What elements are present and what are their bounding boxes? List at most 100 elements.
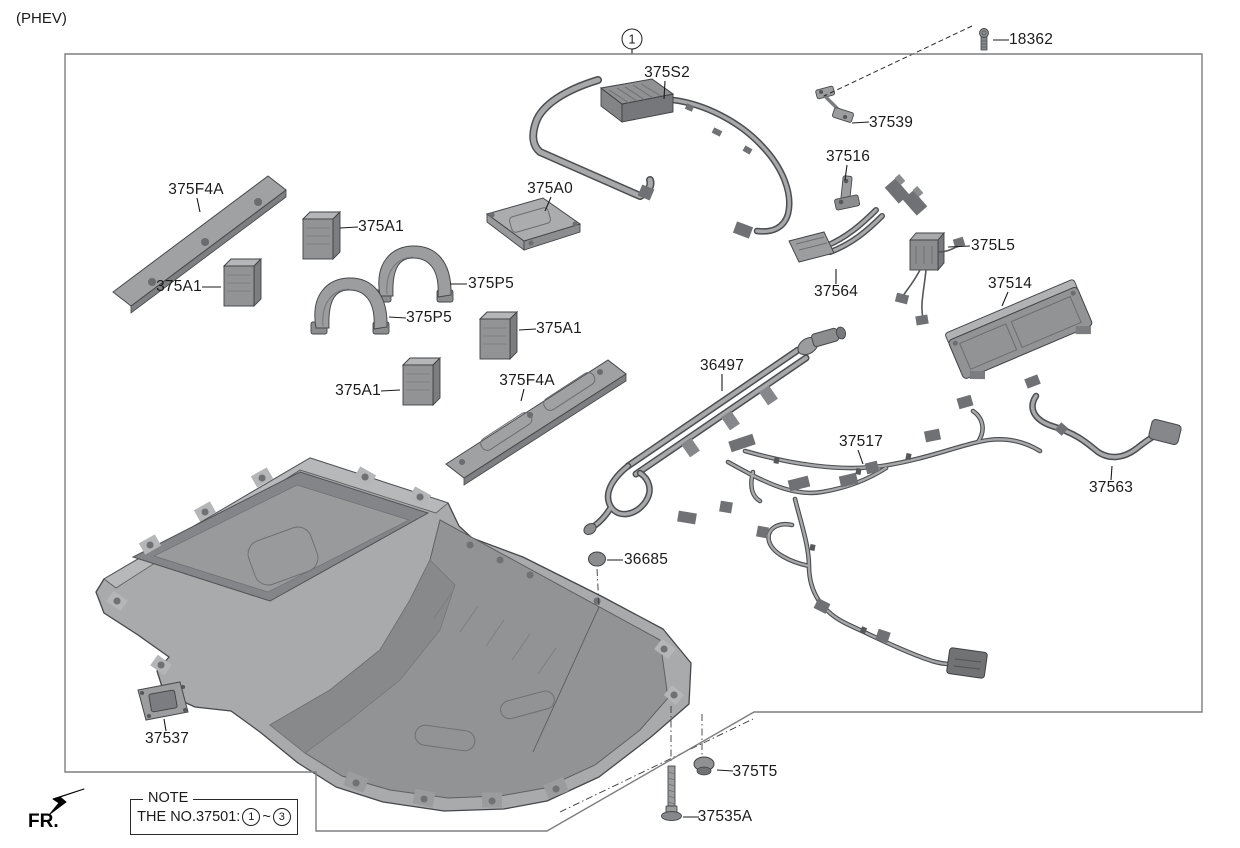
ecu-screws [952, 290, 1076, 346]
grommet-lip [696, 766, 712, 776]
tube-left-fitting [583, 522, 597, 536]
part-18362-bolt-drawing [979, 28, 989, 51]
part-375A0-drawing [485, 197, 582, 251]
part-label-375T5: 375T5 [732, 763, 778, 780]
b39-foot [832, 107, 854, 123]
h17-big-connector-lines [953, 658, 982, 670]
part-37563-drawing [1024, 374, 1182, 461]
note-circled-start: 1 [242, 808, 261, 826]
bolt2-threads [667, 771, 676, 805]
c64-cables-in [824, 208, 884, 254]
ecu-body [948, 286, 1093, 379]
tray-rear-wall-shadow [269, 559, 456, 754]
a0-top-face [485, 197, 582, 242]
part-375A1-module-3-drawing [479, 311, 518, 360]
part-label-37535A: 37535A [697, 808, 753, 825]
tray-bolt-bosses [113, 473, 678, 805]
part-label-375F4A-2: 375F4A [499, 372, 555, 389]
part-375L5-drawing [894, 231, 966, 326]
tray-pan-slot-1 [414, 724, 476, 752]
battery-tray-drawing [95, 457, 692, 812]
part-label-375P5-2: 375P5 [406, 309, 452, 326]
a0-panel [509, 207, 551, 233]
tray-wall-ribs [433, 591, 557, 675]
tray-pan-slot-2 [500, 690, 555, 720]
c63-end-connector [1148, 419, 1182, 445]
bolt1-head [979, 28, 989, 38]
callout-circle-1: 1 [621, 28, 643, 50]
part-375F4A-bar-2-drawing [445, 359, 627, 486]
part-label-375A1-3: 375A1 [536, 320, 582, 337]
tray-basin-floor [153, 484, 410, 593]
part-37535A-bolt-drawing [661, 765, 682, 821]
part-label-375S2: 375S2 [644, 64, 690, 81]
bolt2-flange [661, 811, 682, 821]
part-label-36685: 36685 [623, 551, 669, 568]
bolt1-shank [980, 36, 988, 51]
s2-cable-in [671, 98, 791, 234]
tube-end-cap [835, 326, 847, 340]
variant-label: (PHEV) [16, 10, 67, 27]
bar1-edge [130, 189, 287, 314]
part-37516-drawing [834, 175, 861, 211]
part-375A1-module-4-drawing [402, 357, 441, 406]
thin-reference-line [532, 606, 600, 753]
tray-floor-emboss [247, 526, 319, 586]
part-label-375P5-1: 375P5 [468, 275, 514, 292]
fr-arrow-icon [49, 788, 85, 815]
l5-connectors [894, 236, 966, 326]
part-label-375A1-1: 375A1 [156, 278, 202, 295]
part-375S2-drawing [529, 76, 793, 239]
part-37517-drawing [677, 394, 1043, 679]
part-375T5-grommet-drawing [693, 756, 715, 776]
b16-foot [834, 194, 861, 211]
part-37564-drawing [788, 174, 928, 263]
s2-connectors [637, 184, 754, 239]
note-title: NOTE [143, 790, 194, 806]
tube-end-cylinder [811, 327, 840, 348]
part-375P5-handle-2-drawing [310, 277, 390, 335]
c64-connectors [884, 178, 928, 216]
ecu-feet [969, 326, 1091, 380]
note-box: NOTE THE NO.37501: 1 ~ 3 [130, 790, 298, 835]
tube-pair-in [626, 348, 808, 476]
note-prefix: THE NO.37501: [137, 809, 241, 825]
c64-bracket-lines [795, 236, 828, 251]
part-label-37564: 37564 [813, 283, 859, 300]
note-circled-end: 3 [272, 808, 291, 826]
h17-connectors [677, 394, 974, 644]
bar2-slot-2 [543, 371, 596, 411]
part-36497-drawing [583, 326, 847, 536]
c64-caps [894, 174, 924, 197]
c63-in [1030, 394, 1160, 459]
part-37539-drawing [815, 85, 854, 123]
part-label-37563: 37563 [1088, 479, 1134, 496]
tube-clamps [681, 385, 778, 458]
s2-module-top [599, 78, 675, 105]
ecu-panel-2 [1010, 295, 1082, 349]
centerlines-dashdot [559, 568, 754, 813]
part-label-375A1-4: 375A1 [335, 382, 381, 399]
part-375P5-handle-1-drawing [374, 245, 454, 303]
b16-holes [838, 178, 849, 205]
bar2-screws [459, 369, 604, 465]
part-label-37539: 37539 [868, 114, 914, 131]
part-label-375A0: 375A0 [527, 180, 573, 197]
part-375A1-module-2-drawing [302, 211, 341, 260]
ecu-panel-1 [959, 323, 1018, 370]
fr-direction-label: FR. [28, 811, 59, 832]
part-label-36497: 36497 [699, 357, 745, 374]
h17-tubes-out [725, 408, 1043, 667]
b37-connector [148, 689, 178, 713]
part-label-37516: 37516 [825, 148, 871, 165]
h17-big-connector [946, 647, 988, 679]
s2-clips [684, 103, 753, 155]
part-label-375F4A-1: 375F4A [168, 181, 224, 198]
bolt1-threads [981, 40, 987, 48]
diagram-frame-border [64, 53, 1203, 832]
c63-connectors [1024, 374, 1069, 436]
b37-holes [140, 685, 188, 718]
s2-module-ribs [608, 83, 662, 104]
